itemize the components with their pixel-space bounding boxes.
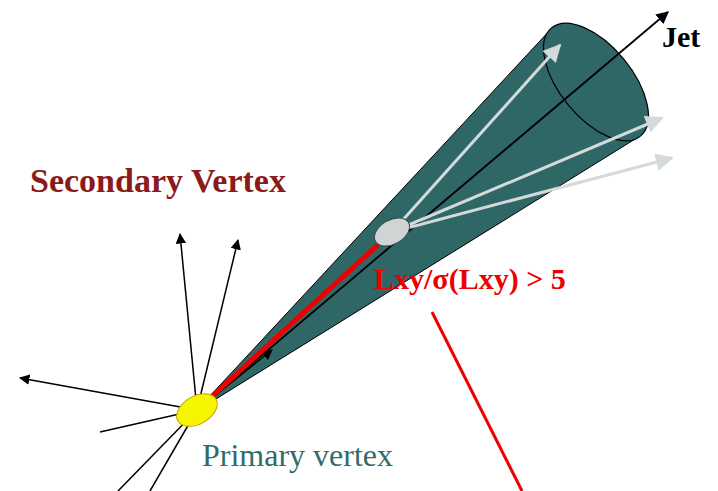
jet-axis	[197, 12, 668, 410]
vertex-label: Secondary Vertex	[30, 162, 286, 199]
cone-cap	[524, 5, 668, 159]
secondary-vertex	[370, 212, 415, 252]
leader-line	[432, 312, 522, 491]
significance-cut: Lxy/σ(Lxy) > 5	[374, 262, 566, 295]
primary-vertex	[171, 387, 223, 433]
track-line	[392, 158, 672, 232]
displaced-tracks	[392, 45, 672, 232]
track-line	[392, 45, 560, 232]
track-line	[392, 118, 662, 232]
track-line	[20, 378, 197, 410]
decay-length	[197, 232, 392, 410]
vertex-label: Primary vertex	[202, 438, 393, 473]
track-line	[180, 234, 197, 410]
jet-label: Jet	[662, 20, 700, 53]
